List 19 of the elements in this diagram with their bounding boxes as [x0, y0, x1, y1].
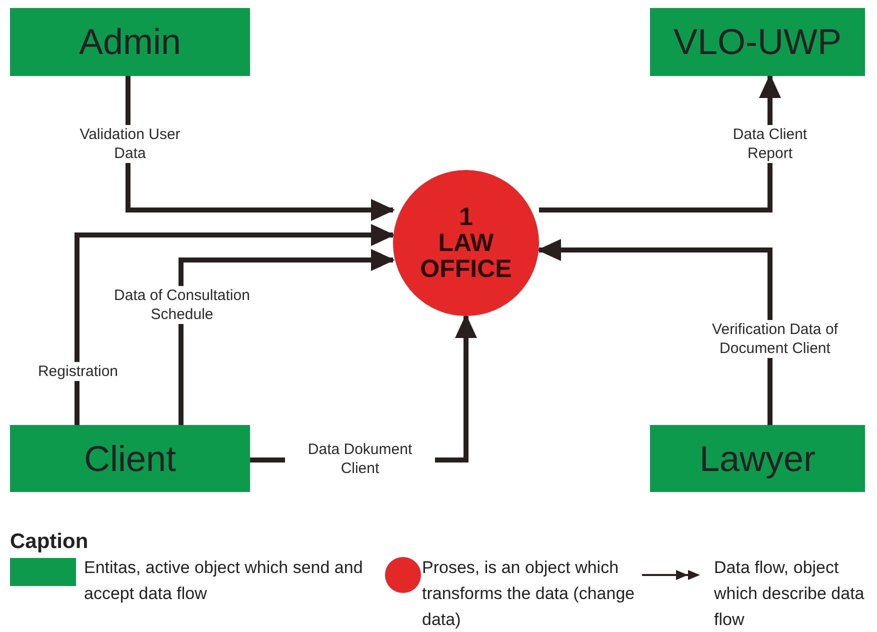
legend-heading: Caption [10, 529, 88, 555]
legend-text: Proses, is an object which transforms the data (change data) [422, 557, 636, 631]
arrow [74, 224, 395, 425]
process-label: LAW OFFICE [419, 230, 513, 282]
entity-label: VLO-UWP [673, 24, 842, 60]
arrow [537, 239, 772, 425]
entity-box [650, 425, 865, 492]
arrow [126, 76, 395, 221]
process-label: 1 [459, 204, 473, 230]
arrow [178, 249, 395, 425]
entity-box [650, 8, 865, 76]
entity-box [10, 425, 250, 492]
entity-label: Client [84, 440, 176, 476]
arrow [539, 74, 781, 212]
entity-box [10, 8, 250, 76]
legend-text: Data flow, object which describe data flow [714, 557, 866, 631]
legend-text: Entitas, active object which send and accept data flow [84, 557, 364, 605]
entity-label: Admin [78, 24, 182, 60]
entity-label: Lawyer [699, 440, 816, 476]
